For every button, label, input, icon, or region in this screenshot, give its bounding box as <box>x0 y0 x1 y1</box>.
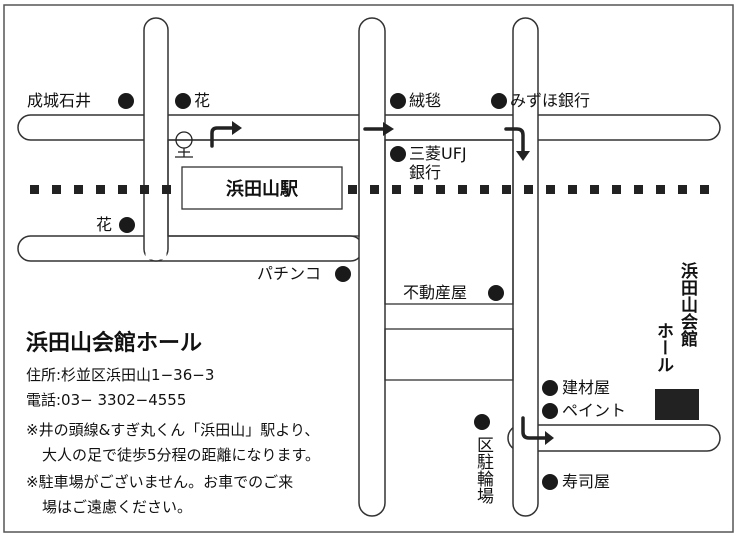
landmark-dot-icon <box>119 217 135 233</box>
landmark-flower-left: 花 <box>96 215 113 234</box>
block-small <box>384 328 514 381</box>
route-arrow-icon <box>210 126 548 440</box>
road-right-lower <box>507 424 721 452</box>
landmark-dot-icon <box>175 93 191 109</box>
landmark-dot-icon <box>118 93 134 109</box>
landmark-seijo-ishii: 成城石井 <box>27 91 92 110</box>
landmark-mufg-line2: 銀行 <box>409 163 442 182</box>
parking-note-line2: 場はご遠慮ください。 <box>42 498 193 516</box>
venue-address: 住所:杉並区浜田山1−36−3 <box>26 366 215 384</box>
landmark-building-materials: 建材屋 <box>562 378 611 397</box>
landmark-dot-icon <box>491 93 507 109</box>
route-arrowhead-4 <box>545 431 554 445</box>
landmark-carpet: 絨毯 <box>409 91 442 110</box>
landmark-dot-icon <box>488 285 504 301</box>
railway-line <box>30 185 709 194</box>
landmark-paint: ペイント <box>562 401 627 420</box>
landmark-flower-top: 花 <box>194 91 211 110</box>
landmark-dot-icon <box>542 474 558 490</box>
landmark-real-estate: 不動産屋 <box>403 283 468 302</box>
landmark-sushi: 寿司屋 <box>562 472 611 491</box>
landmark-mufg-line1: 三菱UFJ <box>409 144 467 163</box>
destination-label-line1: 浜田山会館 <box>677 262 697 347</box>
landmark-dot-icon <box>542 380 558 396</box>
parking-note-line1: ※駐車場がございません。お車でのご来 <box>26 473 294 491</box>
landmark-bicycle-parking: 区駐輪場 <box>473 436 493 504</box>
station-box <box>181 166 343 210</box>
road-vertical-2 <box>358 17 386 517</box>
venue-phone: 電話:03− 3302−4555 <box>26 391 187 409</box>
access-note-line2: 大人の足で徒歩5分程の距離になります。 <box>42 446 321 464</box>
landmark-dot-icon <box>390 93 406 109</box>
route-arrowhead-2 <box>383 122 394 136</box>
destination-label-line2: ホール <box>653 322 673 373</box>
landmark-mizuho-bank: みずほ銀行 <box>510 91 591 110</box>
landmark-dot-icon <box>335 266 351 282</box>
destination-block-icon <box>655 389 699 420</box>
route-arrowhead-3 <box>516 151 530 161</box>
police-box-icon <box>175 131 193 158</box>
landmark-dot-icon <box>542 403 558 419</box>
road-left-lower <box>17 235 364 262</box>
block-center <box>384 139 514 305</box>
station-label: 浜田山駅 <box>226 179 298 200</box>
venue-title: 浜田山会館ホール <box>26 331 203 356</box>
access-note-line1: ※井の頭線&すぎ丸くん「浜田山」駅より、 <box>26 421 320 439</box>
landmark-dot-icon <box>390 146 406 162</box>
landmark-dot-icon <box>474 414 490 430</box>
landmark-pachinko: パチンコ <box>257 264 322 283</box>
road-vertical-1 <box>143 17 169 262</box>
route-arrowhead-1 <box>232 121 242 135</box>
